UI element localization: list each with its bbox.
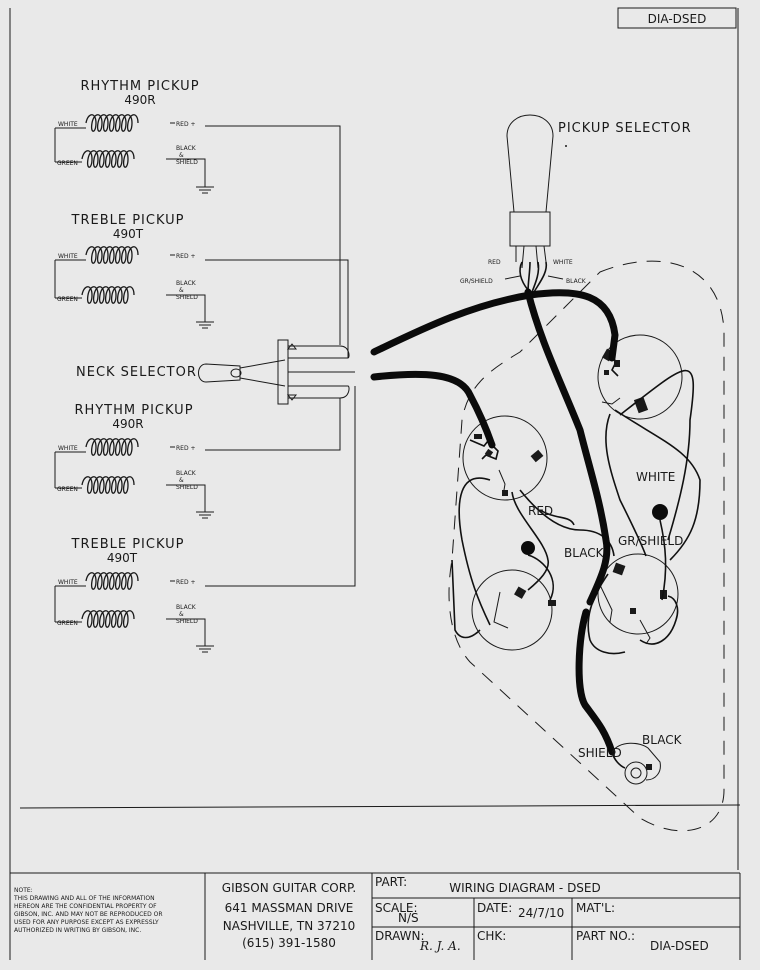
harness-label-shield: SHIELD: [578, 746, 622, 760]
ground-symbol: [195, 499, 215, 519]
harness-label-black: BLACK: [564, 546, 605, 560]
pot-neck-volume: [462, 415, 548, 501]
title-block: NOTE: THIS DRAWING AND ALL OF THE INFORM…: [10, 872, 741, 960]
svg-text:SHIELD: SHIELD: [176, 159, 198, 166]
wire-label-black: BLACK: [176, 280, 197, 287]
wire-label-white: WHITE: [58, 445, 78, 452]
pickup-model: 490T: [113, 227, 144, 241]
company-name: GIBSON GUITAR CORP.: [222, 881, 356, 895]
wire-label-black: BLACK: [566, 278, 587, 285]
wire-label-red: RED +: [176, 579, 196, 586]
pickup-treble-2: TREBLE PICKUP 490T WHITE GREEN RED + BLA…: [54, 386, 356, 653]
pickup-name: TREBLE PICKUP: [71, 213, 185, 228]
pickup-selector-title: PICKUP SELECTOR: [558, 121, 692, 136]
capacitor-neck: [521, 541, 535, 555]
pickup-model: 490T: [107, 551, 138, 565]
svg-text:SHIELD: SHIELD: [176, 484, 198, 491]
sheet-border-bottom: [19, 804, 741, 809]
svg-text:&: &: [179, 287, 184, 294]
pickup-rhythm-1: RHYTHM PICKUP 490R WHITE GREEN RED + BLA…: [54, 79, 341, 345]
check-label: CHK:: [477, 929, 506, 943]
wire-label-black: BLACK: [176, 604, 197, 611]
wire-label-red: RED +: [176, 121, 196, 128]
svg-text:SHIELD: SHIELD: [176, 618, 198, 625]
wire-label-white: WHITE: [58, 253, 78, 260]
body-cavity-outline: [448, 260, 725, 832]
harness-label-white: WHITE: [636, 470, 675, 484]
company-phone: (615) 391-1580: [242, 936, 336, 950]
pickup-coil-upper: [85, 438, 139, 456]
pot-bridge-tone: [597, 553, 679, 645]
pickup-name: TREBLE PICKUP: [71, 537, 185, 552]
wire-label-black: BLACK: [176, 145, 197, 152]
part-label: PART:: [375, 875, 407, 889]
part-number-label: PART NO.:: [576, 929, 635, 943]
pickup-name: RHYTHM PICKUP: [74, 403, 193, 418]
wire-label-white: WHITE: [58, 121, 78, 128]
pickup-coil-upper: [85, 572, 139, 590]
note-title: NOTE:: [14, 887, 33, 894]
drawn-value: R. J. A.: [419, 939, 461, 953]
wire-label-green: GREEN: [57, 296, 78, 303]
svg-text:&: &: [179, 477, 184, 484]
capacitor-bridge: [652, 504, 668, 520]
drawing-number: DIA-DSED: [648, 12, 707, 26]
drawing-number-box: DIA-DSED: [617, 7, 737, 29]
harness-label-jack-black: BLACK: [642, 733, 683, 747]
note-line: THIS DRAWING AND ALL OF THE INFORMATION: [13, 895, 155, 902]
part-value: WIRING DIAGRAM - DSED: [449, 881, 601, 895]
pickup-coil-upper: [85, 246, 139, 264]
pickup-model: 490R: [112, 417, 143, 431]
harness-label-red: RED: [528, 504, 553, 518]
pickup-coil-lower: [81, 476, 135, 494]
pickup-coil-lower: [81, 610, 135, 628]
wire-label-red: RED +: [176, 445, 196, 452]
wire-label-red: RED +: [176, 253, 196, 260]
wire-label-white: WHITE: [58, 579, 78, 586]
harness-shielded-cables: [370, 288, 619, 756]
svg-text:SHIELD: SHIELD: [176, 294, 198, 301]
ground-symbol: [195, 174, 215, 194]
company-address-2: NASHVILLE, TN 37210: [223, 919, 355, 933]
pickup-treble-1: TREBLE PICKUP 490T WHITE GREEN RED + BLA…: [54, 213, 349, 358]
pickup-coil-lower: [81, 150, 135, 168]
pickup-model: 490R: [124, 93, 155, 107]
material-label: MAT'L:: [576, 901, 615, 915]
date-value: 24/7/10: [518, 906, 564, 920]
wire-label-black: BLACK: [176, 470, 197, 477]
harness-label-gr-shield: GR/SHIELD: [618, 534, 683, 548]
note-line: USED FOR ANY PURPOSE EXCEPT AS EXPRESSLY: [14, 919, 159, 926]
wire-label-green: GREEN: [57, 160, 78, 167]
note-line: GIBSON, INC. AND MAY NOT BE REPRODUCED O…: [14, 911, 163, 918]
company-address-1: 641 MASSMAN DRIVE: [225, 901, 354, 915]
scale-value: N/S: [398, 911, 419, 925]
wire-label-red: RED: [488, 259, 501, 266]
wire-label-green: GREEN: [57, 620, 78, 627]
output-jack: [611, 742, 661, 785]
pickup-selector: PICKUP SELECTOR RED WHITE GR/SHIELD BLAC…: [460, 114, 692, 293]
neck-selector-label: NECK SELECTOR: [76, 365, 197, 380]
note-line: HEREON ARE THE CONFIDENTIAL PROPERTY OF: [14, 903, 157, 910]
wire-label-green: GREEN: [57, 486, 78, 493]
svg-text:&: &: [179, 611, 184, 618]
part-number-value: DIA-DSED: [650, 939, 709, 953]
neck-selector: NECK SELECTOR: [76, 339, 355, 405]
date-label: DATE:: [477, 901, 512, 915]
ground-symbol: [195, 633, 215, 653]
wire-label-white: WHITE: [553, 259, 573, 266]
pickup-rhythm-2: RHYTHM PICKUP 490R WHITE GREEN RED + BLA…: [54, 398, 341, 519]
pot-bridge-volume: [597, 334, 683, 420]
drawn-label: DRAWN:: [375, 929, 425, 943]
scale-label: SCALE:: [375, 901, 418, 915]
pickup-coil-upper: [85, 114, 139, 132]
wire-label-gr-shield: GR/SHIELD: [460, 278, 493, 285]
pot-neck-tone: [471, 569, 556, 651]
svg-text:&: &: [179, 152, 184, 159]
ground-symbol: [195, 309, 215, 329]
pickup-name: RHYTHM PICKUP: [80, 79, 199, 94]
pickup-coil-lower: [81, 286, 135, 304]
note-line: AUTHORIZED IN WRITING BY GIBSON, INC.: [14, 927, 141, 934]
